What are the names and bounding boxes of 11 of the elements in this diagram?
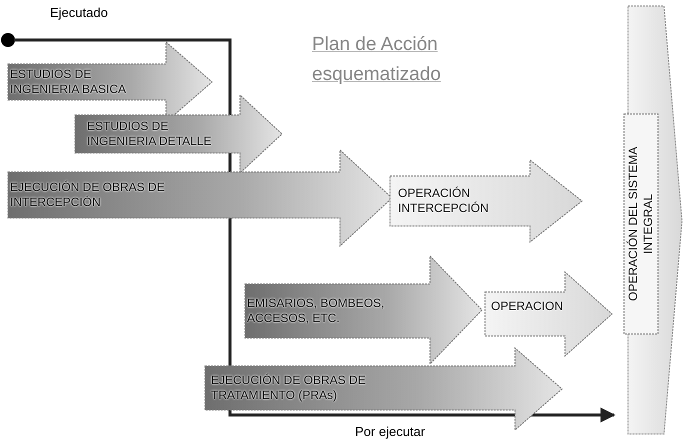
vertical-label: OPERACIÓN DEL SISTEMA INTEGRAL bbox=[626, 146, 656, 304]
phase-label: EJECUCIÓN DE OBRAS DE TRATAMIENTO (PRAs) bbox=[211, 373, 367, 403]
timeline-label: Ejecutado bbox=[50, 5, 108, 20]
timeline-label: Por ejecutar bbox=[355, 424, 426, 439]
phase-label: EJECUCIÓN DE OBRAS DE INTERCEPCIÓN bbox=[10, 180, 166, 210]
diagram-title: Plan de Acción esquematizado bbox=[312, 33, 442, 87]
phase-label: ESTUDIOS DE INGENIERIA DETALLE bbox=[87, 119, 212, 149]
phase-label: OPERACIÓN INTERCEPCIÓN bbox=[398, 186, 490, 216]
phase-label: OPERACION bbox=[491, 299, 564, 314]
phase-label: EMISARIOS, BOMBEOS, ACCESOS, ETC. bbox=[247, 296, 386, 326]
phase-label: ESTUDIOS DE INGENIERIA BASICA bbox=[10, 67, 128, 97]
